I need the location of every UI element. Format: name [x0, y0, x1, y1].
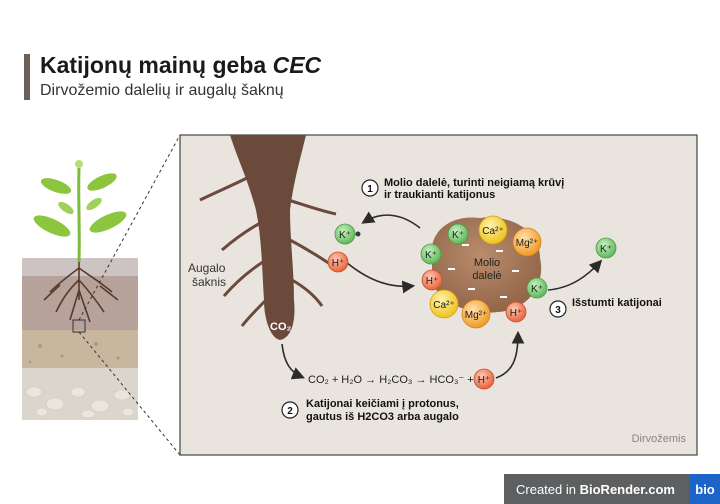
step-2-line2: gautus iš H2CO3 arba augalo [306, 411, 459, 423]
page-subtitle: Dirvožemio dalelių ir augalų šaknų [40, 82, 284, 99]
step-3-badge: 3 [549, 300, 567, 318]
zoom-line-top [78, 134, 181, 321]
svg-text:H⁺: H⁺ [426, 276, 439, 287]
ion-mg-clay-top: Mg²⁺ [512, 227, 542, 257]
arrow-h-up [495, 330, 525, 379]
plant-root [199, 134, 337, 340]
footer-text: Created in BioRender.com [504, 482, 690, 497]
svg-text:K⁺: K⁺ [600, 244, 612, 255]
soil-label: Dirvožemis [632, 433, 687, 445]
step-2-badge: 2 [281, 401, 299, 419]
title-text: Katijonų mainų geba [40, 52, 267, 78]
svg-text:K⁺: K⁺ [425, 250, 437, 261]
svg-text:K⁺: K⁺ [452, 230, 464, 241]
ion-k-clay-left: K⁺ [420, 243, 442, 265]
ion-h-clay-left: H⁺ [421, 269, 443, 291]
svg-text:H⁺: H⁺ [478, 375, 491, 386]
ion-mg-clay-bottom: Mg²⁺ [461, 299, 491, 329]
clay-label-line1: Molio [474, 257, 500, 269]
page-title: Katijonų mainų geba CEC [40, 52, 321, 79]
svg-text:Mg²⁺: Mg²⁺ [516, 238, 539, 249]
ion-ca-clay-top: Ca²⁺ [478, 215, 508, 245]
ion-ca-clay-bottom: Ca²⁺ [429, 289, 459, 319]
step-1-line2: ir traukianti katijonus [384, 189, 495, 201]
arrow-h-in [345, 261, 416, 294]
svg-text:H⁺: H⁺ [510, 308, 523, 319]
svg-text:3: 3 [555, 305, 561, 316]
equation-text: CO₂ + H₂O → H₂CO₃ → HCO₃⁻ + [308, 374, 474, 386]
ion-k-displaced: K⁺ [595, 237, 617, 259]
ion-k-clay-right: K⁺ [526, 277, 548, 299]
arrow-k-out [361, 211, 421, 229]
ion-h-equation: H⁺ [473, 368, 495, 390]
zoom-line-bottom [78, 331, 181, 456]
footer-brand: BioRender.com [579, 481, 675, 497]
title-accent-bar [24, 54, 30, 100]
title-emphasis: CEC [272, 52, 322, 78]
svg-text:Ca²⁺: Ca²⁺ [433, 300, 454, 311]
svg-text:K⁺: K⁺ [531, 284, 543, 295]
step-2-line1: Katijonai keičiami į protonus, [306, 398, 459, 410]
arrow-displaced [547, 259, 603, 291]
svg-text:2: 2 [287, 406, 293, 417]
step-1-line1: Molio dalelė, turinti neigiamą krūvį [384, 177, 564, 189]
svg-text:Mg²⁺: Mg²⁺ [465, 310, 488, 321]
footer-created: Created in [516, 481, 576, 497]
k-anchor-dot [355, 231, 361, 237]
ion-h-clay-right: H⁺ [505, 301, 527, 323]
soil-cross-section [22, 258, 138, 420]
svg-text:H⁺: H⁺ [332, 258, 345, 269]
co2-label: CO₂ [270, 321, 292, 333]
svg-text:K⁺: K⁺ [339, 230, 351, 241]
svg-text:1: 1 [367, 184, 373, 195]
arrow-co2 [281, 343, 305, 380]
clay-label-line2: dalelė [472, 270, 501, 282]
ion-h-root: H⁺ [327, 251, 349, 273]
ion-k-clay-top: K⁺ [447, 223, 469, 245]
root-label-line2: šaknis [192, 275, 226, 289]
plant-icon [33, 160, 127, 333]
step-3-label: Išstumti katijonai [572, 297, 662, 309]
biorender-footer[interactable]: Created in BioRender.com bio [504, 474, 720, 504]
ion-k-root: K⁺ [334, 223, 356, 245]
svg-text:Ca²⁺: Ca²⁺ [482, 226, 503, 237]
root-label-line1: Augalo [188, 261, 226, 275]
step-1-badge: 1 [361, 179, 379, 197]
biorender-logo: bio [690, 474, 720, 504]
